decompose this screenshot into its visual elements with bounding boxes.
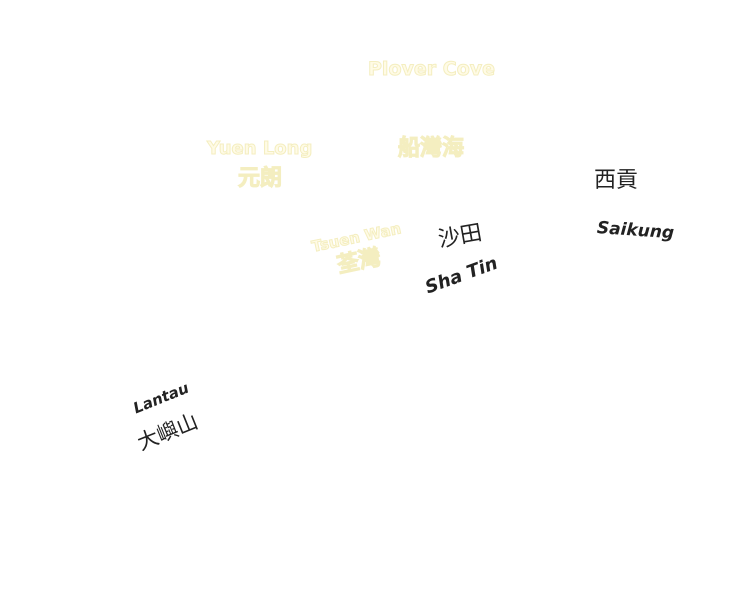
label-sha-tin-zh: 沙田 — [436, 220, 484, 253]
label-yuen-long-en: Yuen Long — [206, 138, 313, 160]
label-plover-cove-zh: 船灣海 — [397, 136, 465, 162]
label-sai-kung-zh: 西貢 — [594, 168, 639, 193]
label-sha-tin-en: Sha Tin — [422, 252, 501, 299]
label-sai-kung-en: Saikung — [596, 218, 675, 244]
label-yuen-long-zh: 元朗 — [237, 166, 283, 192]
label-plover-cove: Plover Cove — [367, 58, 496, 81]
